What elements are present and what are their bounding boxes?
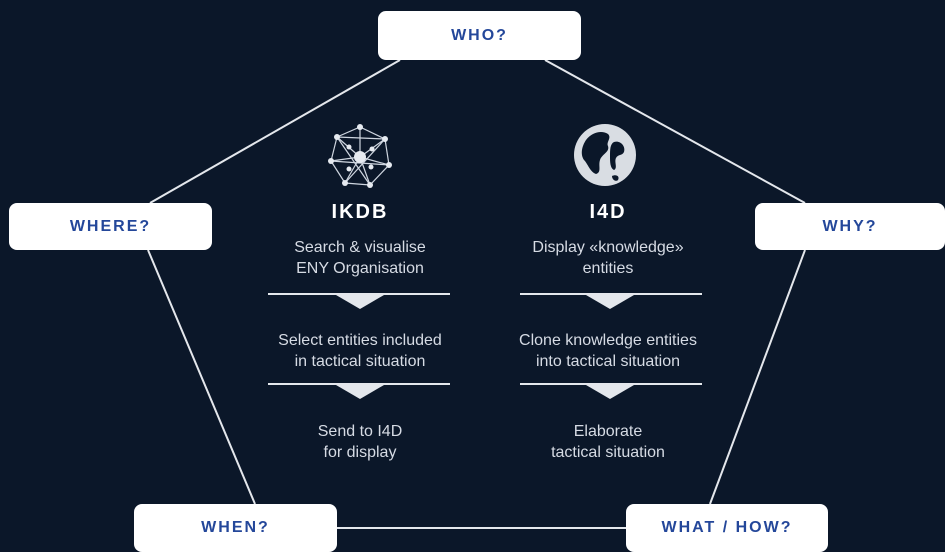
- i4d-step-3: Elaborate tactical situation: [551, 423, 665, 461]
- i4d-title: I4D: [589, 201, 627, 223]
- ikdb-column: IKDB Search & visualise ENY Organisation…: [240, 120, 480, 480]
- globe-icon: [574, 124, 636, 186]
- ikdb-divider-1: [268, 293, 450, 295]
- i4d-divider-1: [520, 293, 702, 295]
- line-where-who: [149, 59, 401, 204]
- i4d-column: I4D Display «knowledge» entities Clone k…: [488, 120, 728, 480]
- i4d-arrow-1: [586, 295, 634, 309]
- line-when-where: [147, 249, 256, 505]
- node-where: WHERE?: [9, 203, 212, 250]
- ikdb-step-2: Select entities included in tactical sit…: [278, 332, 442, 370]
- ikdb-step-3: Send to I4D for display: [317, 423, 403, 461]
- ikdb-arrow-2: [336, 385, 384, 399]
- ikdb-arrow-1: [336, 295, 384, 309]
- node-what-how: WHAT / HOW?: [626, 504, 828, 552]
- i4d-step-1: Display «knowledge» entities: [532, 239, 684, 277]
- i4d-step-2: Clone knowledge entities into tactical s…: [519, 332, 697, 370]
- i4d-divider-2: [520, 383, 702, 385]
- network-graph-icon: [328, 124, 392, 188]
- line-why-whathow: [709, 249, 806, 505]
- ikdb-title: IKDB: [331, 201, 389, 223]
- node-who: WHO?: [378, 11, 581, 60]
- ikdb-divider-2: [268, 383, 450, 385]
- line-who-why: [544, 59, 806, 204]
- node-when: WHEN?: [134, 504, 337, 552]
- node-why: WHY?: [755, 203, 945, 250]
- i4d-arrow-2: [586, 385, 634, 399]
- ikdb-step-1: Search & visualise ENY Organisation: [294, 239, 426, 277]
